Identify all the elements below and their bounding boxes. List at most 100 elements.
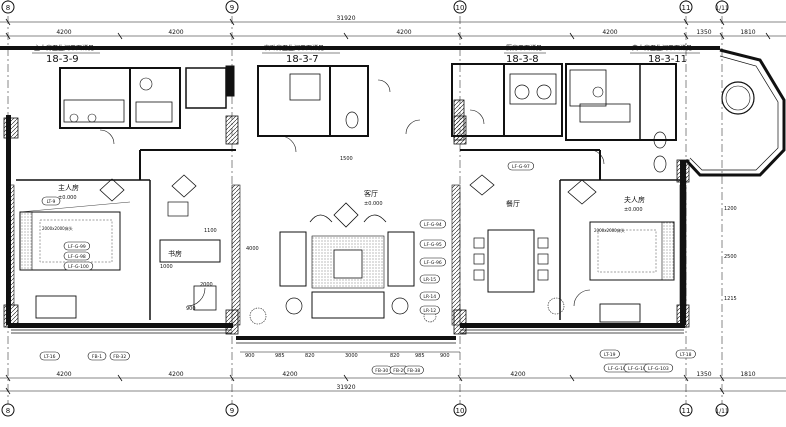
dim-inner: 900 [186,306,196,312]
tag-label: LF-G-94 [424,222,442,228]
tag-callout: LT-16 [39,351,60,361]
tag-callout: LR-14 [419,291,440,301]
dim-total-bottom: 31920 [336,384,355,391]
dim-inner: 1500 [340,156,353,162]
dim-bottom: 4200 [282,371,297,378]
dimension-top: 31920 4200 4200 4200 4200 1350 1810 [0,15,786,40]
dim-inner: 2500 [724,254,737,260]
tag-callout: LT-18 [675,349,696,359]
tag-callout: FB-38 [403,365,424,375]
tag-label: LR-14 [423,294,436,300]
axis-label-top: 1/11 [715,5,729,12]
axis-label-top: 11 [682,4,691,12]
living-sofa-set [279,202,415,319]
tag-label: LT-16 [44,354,56,360]
tag-callout: LT-19 [599,349,620,359]
tag-callout: FB-30 [371,365,392,375]
tag-label: LF-G-98 [68,254,86,260]
tag-label: LF-G-97 [512,164,530,170]
axis-label-bottom: 11 [682,407,691,415]
dim-bottom: 4200 [510,371,525,378]
dim-top: 4200 [602,29,617,36]
tag-label: LF-G-101 [608,366,629,372]
axis-bubbles-top: 8 9 10 11 1/11 [1,0,729,14]
dim-inner: 820 [390,353,400,359]
dim-inner: 820 [305,353,315,359]
dim-total-top: 31920 [336,15,355,22]
room-name: 客厅 [364,189,378,198]
tag-callout: LR-15 [419,274,440,284]
tag-label: LT-9 [47,199,56,205]
tag-callout: LF-G-97 [507,161,535,171]
axis-label-top: 8 [6,4,10,12]
axis-label-bottom: 1/11 [715,408,729,415]
detail-title-master-bath: 主人房卫生间平面详见 18-3-9 [32,44,100,65]
dim-inner: 1100 [204,228,217,234]
dimension-bottom: 4200 4200 4200 4200 1350 1810 31920 [0,371,786,395]
room-name: 主人房 [58,183,79,192]
dim-inner: 900 [440,353,450,359]
axis-label-bottom: 8 [6,407,10,415]
tag-callout: FB-32 [109,351,130,361]
tag-label: LT-19 [604,352,616,358]
tag-callout: LF-G-94 [419,219,447,229]
dim-inner: 2000 [200,282,213,288]
room-labels: 主人房 ±0.000 客厅 ±0.000 餐厅 夫人房 ±0.000 书房 20… [42,183,645,258]
bed-label: 2000x2000床头 [42,225,73,231]
dim-inner: 4000 [246,246,259,252]
axis-bubbles-bottom: 8 9 10 11 1/11 [1,403,729,417]
room-name: 餐厅 [506,199,520,208]
dim-inner: 1200 [724,206,737,212]
dim-bottom: 4200 [168,371,183,378]
room-name: 书房 [168,249,182,258]
detail-ref: 18-3-11 [648,54,687,65]
study-desk [99,174,221,311]
tag-label: FB-1 [92,354,102,360]
room-level: ±0.000 [624,207,643,213]
exterior-walls [0,46,720,344]
dim-top: 4200 [168,29,183,36]
interior-dims: 1100 1000 2000 4000 1200 2500 1215 1500 … [160,156,737,312]
dim-top: 4200 [56,29,71,36]
dim-top: 4200 [396,29,411,36]
axis-label-bottom: 10 [456,407,465,415]
room-level: ±0.000 [364,201,383,207]
tag-callout: LR-12 [419,305,440,315]
dim-inner: 1000 [160,264,173,270]
tag-label: LR-12 [423,308,436,314]
tag-label: LF-G-95 [424,242,442,248]
dimension-bottom-inner: 900 985 820 3000 820 985 900 [240,351,460,359]
dim-top: 1350 [696,29,711,36]
tag-callout: LF-G-96 [419,257,447,267]
interior-walls [16,63,680,320]
tag-callout: LF-G-99 [63,241,91,251]
axis-label-top: 9 [230,4,234,12]
master-armchair [35,179,641,323]
tag-label: LF-G-103 [648,366,669,372]
room-name: 夫人房 [624,195,645,204]
bay-window-right [684,48,786,177]
tag-callout: LF-G-95 [419,239,447,249]
dining-table [469,174,549,293]
tag-callout: LT-9 [41,196,61,206]
tag-label: LR-15 [423,277,436,283]
tag-label: LF-G-100 [68,264,89,270]
tag-label: FB-30 [375,368,388,374]
tag-label: LF-G-96 [424,260,442,266]
dim-inner: 900 [245,353,255,359]
detail-ref: 18-3-7 [286,54,319,65]
tag-label: LF-G-99 [68,244,86,250]
tag-label: FB-29 [393,368,406,374]
detail-title-kitchen: 厨房平面详见 18-3-8 [504,44,546,65]
dim-bottom: 4200 [56,371,71,378]
dim-inner: 985 [415,353,425,359]
detail-title: 夫人房卫生间平面详见 [632,44,692,52]
tag-callout: LF-G-98 [63,251,91,261]
tag-label: FB-38 [407,368,420,374]
dim-inner: 985 [275,353,285,359]
tag-callout: LF-G-103 [643,363,674,373]
detail-title-second-bath: 次卧房卫生间平面详见 18-3-7 [262,44,340,65]
detail-title-madam-bath: 夫人房卫生间平面详见 18-3-11 [630,44,700,65]
axis-label-top: 10 [456,4,465,12]
